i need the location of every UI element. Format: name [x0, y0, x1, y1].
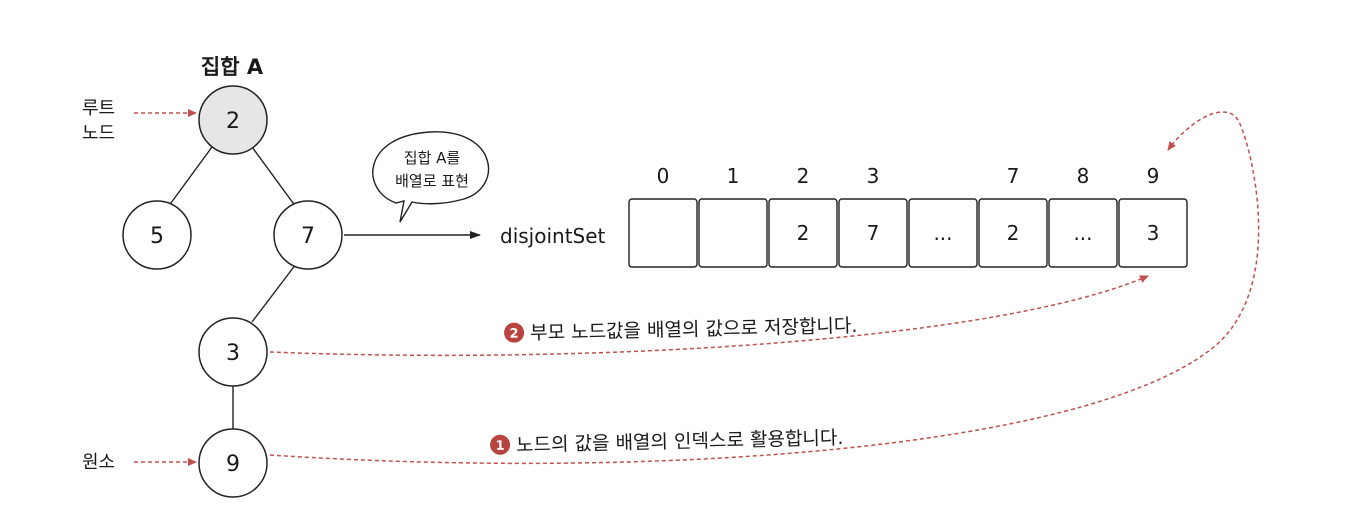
array-cell-value: ... [1073, 221, 1092, 245]
node-value: 2 [226, 109, 240, 134]
note-badge-number: 1 [495, 439, 504, 454]
edge-right-mid [251, 263, 297, 323]
node-value: 5 [150, 224, 164, 249]
edge-root-right [251, 146, 297, 208]
bubble-line2: 배열로 표현 [395, 172, 469, 190]
root-label-line2: 노드 [82, 123, 115, 144]
array-cell [978, 198, 1048, 268]
tree-node-left: 5 [122, 200, 192, 270]
note-text: 노드의 값을 배열의 인덱스로 활용합니다. [516, 427, 844, 456]
array-cell-value: 3 [1147, 221, 1160, 245]
array-index: 1 [727, 164, 740, 188]
node-value: 7 [301, 224, 315, 249]
array-index: 2 [797, 164, 810, 188]
array-cell [1118, 198, 1188, 268]
note-badge-number: 2 [509, 327, 518, 342]
array-name: disjointSet [500, 224, 606, 248]
array-cell [908, 198, 978, 268]
array-cells: 2 7 ... 2 ... 3 [628, 198, 1188, 268]
array-index: 0 [657, 164, 670, 188]
speech-bubble: 집합 A를 배열로 표현 [372, 131, 490, 223]
array-cell [698, 198, 768, 268]
tree-node-leaf: 9 [198, 428, 268, 498]
array-index: 3 [867, 164, 880, 188]
tree-node-right: 7 [273, 200, 343, 270]
root-label-line1: 루트 [82, 98, 115, 119]
array-cell-value: ... [933, 221, 952, 245]
node-value: 9 [226, 452, 240, 477]
array-cell-value: 7 [867, 221, 880, 245]
note-badge [504, 322, 525, 343]
array-cell-value: 2 [1007, 221, 1020, 245]
array-index: 8 [1077, 164, 1090, 188]
note-badge [490, 434, 511, 455]
array-cell [1048, 198, 1118, 268]
array-cell [838, 198, 908, 268]
dashed-arrow-node-index [269, 111, 1260, 465]
array-index: 7 [1007, 164, 1020, 188]
tree-node-mid: 3 [198, 317, 268, 387]
array-cell [628, 198, 698, 268]
array-cell-value: 2 [797, 221, 810, 245]
bubble-line1: 집합 A를 [404, 149, 461, 167]
edge-root-left [167, 146, 213, 208]
set-title: 집합 A [201, 55, 264, 79]
note-text: 부모 노드값을 배열의 값으로 저장합니다. [530, 315, 858, 344]
node-value: 3 [226, 341, 240, 366]
tree-node-root: 2 [198, 85, 268, 155]
array-cell [768, 198, 838, 268]
array-index: 9 [1147, 164, 1160, 188]
element-label: 원소 [82, 452, 115, 473]
dashed-arrow-parent-value [269, 275, 1149, 357]
